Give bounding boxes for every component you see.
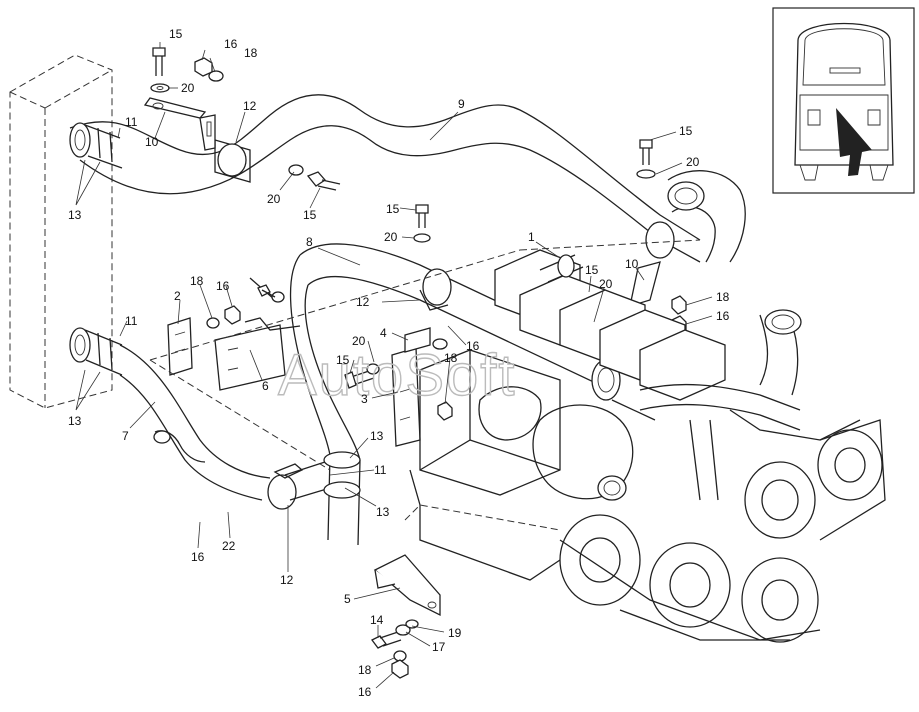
callout-15: 15 [679,124,693,138]
engine-block [149,239,886,643]
callout-16: 16 [224,37,238,51]
callout-8: 8 [306,235,313,249]
callout-13: 13 [370,429,384,443]
callout-15: 15 [585,263,599,277]
fasteners-upper-left [150,47,341,191]
callout-5: 5 [344,592,351,606]
callout-14: 14 [370,613,384,627]
callout-20: 20 [384,230,398,244]
callout-12: 12 [280,573,294,587]
callout-13: 13 [68,414,82,428]
callout-16: 16 [191,550,205,564]
watermark: AutoSoft [278,343,516,408]
callout-6: 6 [262,379,269,393]
callout-10: 10 [145,135,159,149]
callout-9: 9 [458,97,465,111]
callout-2: 2 [174,289,181,303]
callout-18: 18 [444,351,458,365]
callout-12: 12 [356,295,370,309]
callout-3: 3 [361,392,368,406]
callout-13: 13 [68,208,82,222]
callout-11: 11 [374,463,387,477]
callout-16: 16 [216,279,230,293]
lower-intercooler-pipe-7 [69,327,331,510]
callout-11: 11 [125,314,138,328]
bracket-10-upper [143,97,216,151]
turbo-pipe-8 [289,243,661,546]
callout-15: 15 [303,208,317,222]
callout-16: 16 [358,685,372,699]
callout-15: 15 [169,27,183,41]
bracket-2 [167,305,241,376]
callout-20: 20 [181,81,195,95]
callout-7: 7 [122,429,129,443]
bracket-5-lower [371,554,441,679]
callout-15: 15 [336,353,350,367]
callout-20: 20 [267,192,281,206]
callout-18: 18 [716,290,730,304]
callout-19: 19 [448,626,462,640]
leader-lines [75,42,713,689]
radiator-outline [9,54,113,409]
callout-10: 10 [625,257,639,271]
callout-13: 13 [376,505,390,519]
callout-18: 18 [190,274,204,288]
callout-18: 18 [244,46,258,60]
callout-20: 20 [599,277,613,291]
callout-15: 15 [386,202,400,216]
callout-20: 20 [686,155,700,169]
bus-location-inset [772,7,915,194]
upper-intercooler-pipe-9 [69,94,746,263]
callout-11: 11 [125,115,138,129]
callout-18: 18 [358,663,372,677]
callout-20: 20 [352,334,366,348]
bracket-6 [214,277,301,391]
callout-22: 22 [222,539,236,553]
callout-16: 16 [466,339,480,353]
callout-16: 16 [716,309,730,323]
callout-labels: 15 16 18 20 9 12 11 10 13 20 15 15 20 15… [68,27,730,699]
callout-17: 17 [432,640,446,654]
callout-12: 12 [243,99,257,113]
callout-1: 1 [528,230,535,244]
callout-4: 4 [380,326,387,340]
